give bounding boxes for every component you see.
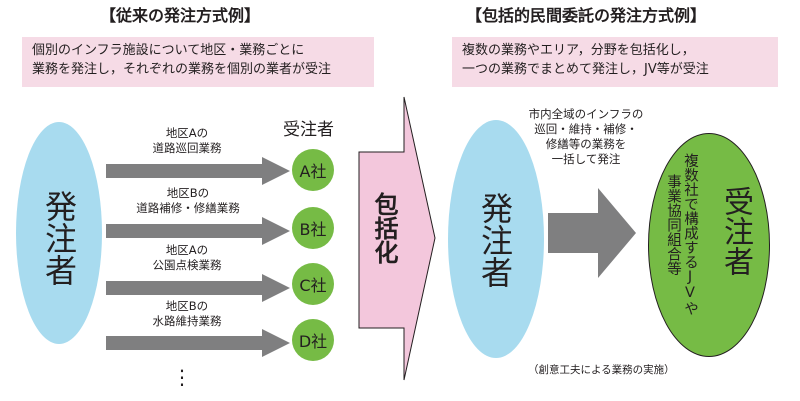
task-d-line-1: 地区Bの — [165, 299, 209, 313]
right-orderer-ellipse — [448, 120, 544, 358]
scope-line-1: 市内全域のインフラの — [528, 107, 644, 121]
left-description-line-2: 業務を発注し，それぞれの業務を個別の業者が受注 — [32, 62, 332, 77]
right-contractor-ellipse — [648, 133, 770, 357]
contractor-header: 受注者 — [283, 120, 334, 140]
task-c-label: 地区Aの 公園点検業務 — [128, 243, 246, 273]
scope-line-4: 一括して発注 — [551, 152, 621, 166]
task-a-arrow — [106, 157, 290, 185]
left-description-line-1: 個別のインフラ施設について地区・業務ごとに — [32, 43, 305, 58]
right-description-box: 複数の業務やエリア，分野を包括化し， 一つの業務でまとめて発注し，JV等が受注 — [452, 37, 778, 87]
left-orderer-label: 発注者 — [40, 190, 78, 286]
more-ellipsis: ⋮ — [172, 365, 192, 389]
consolidation-label: 包括化 — [370, 192, 398, 264]
right-order-arrow — [548, 188, 636, 278]
consolidation-arrow — [358, 96, 436, 381]
task-d-arrow — [106, 329, 290, 357]
task-b-label: 地区Bの 道路補修・修繕業務 — [118, 186, 258, 216]
task-c-arrow — [106, 274, 290, 302]
company-c-circle: C社 — [292, 263, 334, 305]
right-contractor-note-2: 事業協同組合等 — [665, 174, 681, 276]
task-b-line-1: 地区Bの — [166, 186, 210, 200]
company-b-circle: B社 — [292, 207, 334, 249]
right-description-line-1: 複数の業務やエリア，分野を包括化し， — [462, 43, 695, 58]
scope-line-2: 巡回・維持・補修・ — [534, 122, 638, 136]
left-description-box: 個別のインフラ施設について地区・業務ごとに 業務を発注し，それぞれの業務を個別の… — [22, 37, 374, 87]
task-c-line-2: 公園点検業務 — [152, 258, 222, 272]
task-b-line-2: 道路補修・修繕業務 — [136, 201, 240, 215]
left-orderer-ellipse — [16, 122, 102, 344]
right-orderer-label: 発注者 — [476, 192, 514, 288]
task-c-line-1: 地区Aの — [165, 243, 209, 257]
task-b-arrow — [106, 217, 290, 245]
task-a-line-1: 地区Aの — [165, 126, 209, 140]
right-heading: 【包括的民間委託の発注方式例】 — [466, 6, 707, 25]
right-footnote: （創意工夫による業務の実施） — [528, 364, 675, 376]
company-d-circle: D社 — [292, 319, 334, 361]
left-heading: 【従来の発注方式例】 — [100, 6, 261, 25]
task-d-line-2: 水路維持業務 — [152, 314, 222, 328]
right-contractor-note-1: 複数社で構成するJVや — [682, 153, 698, 316]
company-a-circle: A社 — [292, 149, 334, 191]
scope-line-3: 修繕等の業務を — [545, 137, 627, 151]
right-scope-text: 市内全域のインフラの 巡回・維持・補修・ 修繕等の業務を 一括して発注 — [526, 107, 646, 167]
task-a-line-2: 道路巡回業務 — [152, 141, 222, 155]
task-d-label: 地区Bの 水路維持業務 — [128, 299, 246, 329]
right-contractor-label: 受注者 — [718, 186, 753, 276]
task-a-label: 地区Aの 道路巡回業務 — [128, 126, 246, 156]
right-description-line-2: 一つの業務でまとめて発注し，JV等が受注 — [462, 62, 709, 77]
